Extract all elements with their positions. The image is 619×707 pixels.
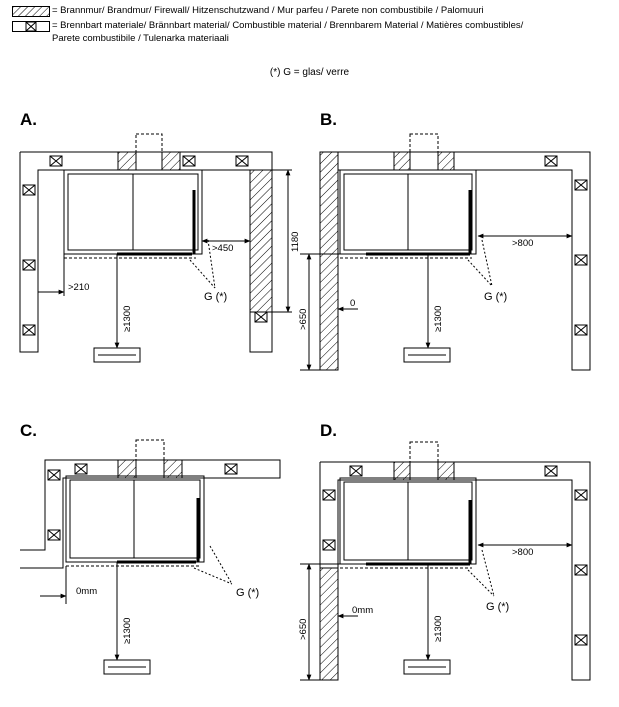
b-dim-650: >650 xyxy=(298,309,309,330)
firewall-swatch xyxy=(12,6,50,17)
b-dim-0: 0 xyxy=(350,298,355,309)
d-dim-1300: ≥1300 xyxy=(433,616,444,642)
panel-b-label: B. xyxy=(320,110,337,129)
a-glass-label: G (*) xyxy=(204,291,227,303)
legend-combustible-text-2: Parete combustibile / Tulenarka materiaa… xyxy=(52,33,229,44)
panel-d-label: D. xyxy=(320,421,337,440)
a-dim-450: >450 xyxy=(212,243,233,254)
legend-combustible-text-1: = Brennbart materiale/ Brännbart materia… xyxy=(52,20,524,31)
c-combustible-marks xyxy=(47,463,238,541)
a-dim-1180: 1180 xyxy=(290,232,301,252)
b-combustible-marks xyxy=(544,155,588,336)
c-glass-label: G (*) xyxy=(236,587,259,599)
panel-b xyxy=(300,133,591,371)
d-dim-650: >650 xyxy=(298,619,309,640)
d-dim-800: >800 xyxy=(512,547,533,558)
panel-c-label: C. xyxy=(20,421,37,440)
legend-combustible-cont: Parete combustibile / Tulenarka materiaa… xyxy=(52,33,229,44)
b-dim-1300: ≥1300 xyxy=(433,306,444,332)
combustible-swatch xyxy=(12,21,50,32)
panel-a xyxy=(19,133,292,363)
panel-d xyxy=(300,441,591,681)
glass-note: (*) G = glas/ verre xyxy=(269,67,350,78)
d-combustible-marks xyxy=(322,465,588,646)
b-glass-label: G (*) xyxy=(484,291,507,303)
d-dim-0mm: 0mm xyxy=(352,605,373,616)
c-dim-0mm: 0mm xyxy=(76,586,97,597)
a-dim-1300: ≥1300 xyxy=(122,306,133,332)
c-dim-1300: ≥1300 xyxy=(122,618,133,644)
b-dim-800: >800 xyxy=(512,238,533,249)
panel-c xyxy=(20,439,281,675)
a-combustible-marks xyxy=(22,155,268,336)
d-glass-label: G (*) xyxy=(486,601,509,613)
a-dim-210: >210 xyxy=(68,282,89,293)
panel-a-label: A. xyxy=(20,110,37,129)
legend-firewall-text: = Brannmur/ Brandmur/ Firewall/ Hitzensc… xyxy=(52,5,484,16)
